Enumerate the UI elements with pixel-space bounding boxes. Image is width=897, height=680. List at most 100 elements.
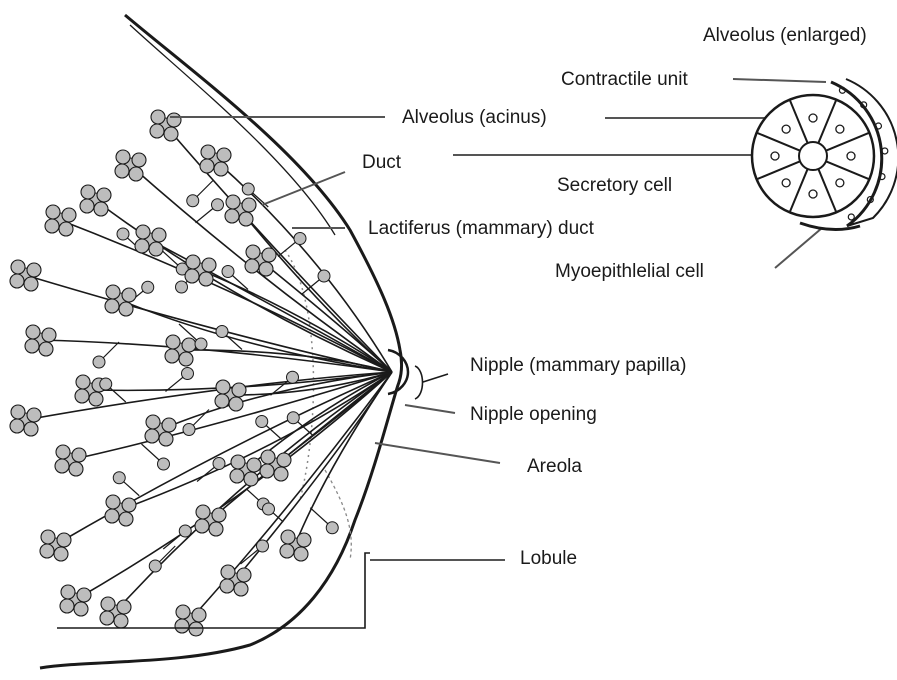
alveolus-bud bbox=[149, 560, 161, 572]
alveolus-bud bbox=[287, 412, 299, 424]
alveolus-bud bbox=[76, 375, 90, 389]
leader-contractile-unit bbox=[733, 79, 826, 82]
alveolus-bud bbox=[216, 380, 230, 394]
alveolus-bud bbox=[119, 512, 133, 526]
alveolus-bud bbox=[263, 503, 275, 515]
alveolus-bud bbox=[195, 519, 209, 533]
alveolus-bud bbox=[179, 525, 191, 537]
alveolus-bud bbox=[259, 262, 273, 276]
alveolus-bud bbox=[93, 356, 105, 368]
alveolus-bud bbox=[280, 544, 294, 558]
alveolus-bud bbox=[225, 209, 239, 223]
alveolus-bud bbox=[100, 611, 114, 625]
label-lobule: Lobule bbox=[520, 549, 577, 568]
alveolus-bud bbox=[142, 281, 154, 293]
label-nipple: Nipple (mammary papilla) bbox=[470, 356, 686, 375]
alveolus-bud bbox=[10, 419, 24, 433]
lobule-cluster bbox=[280, 522, 338, 561]
alveolus-bud bbox=[166, 335, 180, 349]
alveolus-bud bbox=[182, 338, 196, 352]
alveolus-bud bbox=[242, 183, 254, 195]
alveolus-bud bbox=[256, 416, 268, 428]
alveolus-bud bbox=[242, 198, 256, 212]
alveolus-bud bbox=[199, 272, 213, 286]
alveolus-bud bbox=[179, 352, 193, 366]
lobule-cluster bbox=[195, 503, 275, 536]
alveolus-bud bbox=[40, 544, 54, 558]
lobule-cluster bbox=[200, 145, 254, 195]
alveolus-bud bbox=[61, 585, 75, 599]
alveolus-bud bbox=[39, 342, 53, 356]
alveolus-bud bbox=[237, 568, 251, 582]
alveolus-bud bbox=[214, 162, 228, 176]
alveolus-bud bbox=[75, 389, 89, 403]
areola-curve bbox=[325, 470, 351, 560]
alveolus-bud bbox=[274, 467, 288, 481]
alveolus-bud bbox=[122, 498, 136, 512]
alveolus-bud bbox=[167, 113, 181, 127]
alveolus-bud bbox=[117, 228, 129, 240]
alveolus-bud bbox=[89, 392, 103, 406]
alveolus-bud bbox=[26, 325, 40, 339]
alveolus-bud bbox=[232, 383, 246, 397]
label-myoepithelial-cell: Myoepithlelial cell bbox=[555, 262, 704, 281]
alveolus-bud bbox=[129, 167, 143, 181]
duct-branch bbox=[70, 372, 392, 460]
alveolus-bud bbox=[220, 579, 234, 593]
alveolus-bud bbox=[114, 614, 128, 628]
lobule-cluster bbox=[245, 245, 330, 282]
alveolus-bud bbox=[297, 533, 311, 547]
alveolus-bud bbox=[257, 540, 269, 552]
nipple-bracket bbox=[415, 366, 448, 399]
alveolus-bud bbox=[116, 150, 130, 164]
alveolus-bud bbox=[192, 608, 206, 622]
label-nipple-opening: Nipple opening bbox=[470, 405, 597, 424]
alveolus-bud bbox=[175, 619, 189, 633]
alveolus-bud bbox=[72, 448, 86, 462]
alveolus-bud bbox=[217, 148, 231, 162]
alveolus-bud bbox=[136, 225, 150, 239]
alveolus-bud bbox=[149, 242, 163, 256]
alveolus-bud bbox=[182, 368, 194, 380]
alveolus-bud bbox=[42, 328, 56, 342]
alveolus-bud bbox=[318, 270, 330, 282]
alveolus-bud bbox=[150, 124, 164, 138]
alveolus-bud bbox=[244, 472, 258, 486]
alveolus-bud bbox=[246, 245, 260, 259]
alveolus-bud bbox=[122, 288, 136, 302]
alveolus-bud bbox=[294, 233, 306, 245]
alveolus-bud bbox=[158, 458, 170, 470]
alveolus-bud bbox=[165, 349, 179, 363]
alveolus-bud bbox=[113, 472, 125, 484]
alveolus-bud bbox=[27, 408, 41, 422]
alveolus-bud bbox=[200, 159, 214, 173]
alveolus-bud bbox=[226, 195, 240, 209]
label-lactiferus-duct: Lactiferus (mammary) duct bbox=[368, 219, 594, 238]
duct-network bbox=[25, 125, 392, 620]
alveolus-bud bbox=[209, 522, 223, 536]
alveolus-bud bbox=[62, 208, 76, 222]
lobule-cluster bbox=[75, 368, 194, 407]
alveolus-circle bbox=[752, 95, 874, 217]
alveolus-bud bbox=[45, 219, 59, 233]
alveolus-bud bbox=[260, 464, 274, 478]
alveolus-bud bbox=[115, 164, 129, 178]
leader-areola bbox=[375, 443, 500, 463]
alveolus-bud bbox=[11, 405, 25, 419]
alveolus-bud bbox=[41, 530, 55, 544]
alveolus-bud bbox=[239, 212, 253, 226]
alveolus-bud bbox=[135, 239, 149, 253]
alveolus-bud bbox=[294, 547, 308, 561]
alveolus-bud bbox=[57, 533, 71, 547]
alveolus-bud bbox=[145, 429, 159, 443]
alveolus-bud bbox=[216, 326, 228, 338]
alveolus-bud bbox=[69, 462, 83, 476]
alveolus-bud bbox=[27, 263, 41, 277]
label-alveolus-enlarged: Alveolus (enlarged) bbox=[703, 26, 867, 45]
myoepithelial-nucleus bbox=[848, 214, 854, 220]
alveolus-bud bbox=[261, 450, 275, 464]
lobule-cluster bbox=[80, 185, 188, 275]
alveolus-bud bbox=[186, 255, 200, 269]
lobule-cluster bbox=[150, 110, 199, 207]
